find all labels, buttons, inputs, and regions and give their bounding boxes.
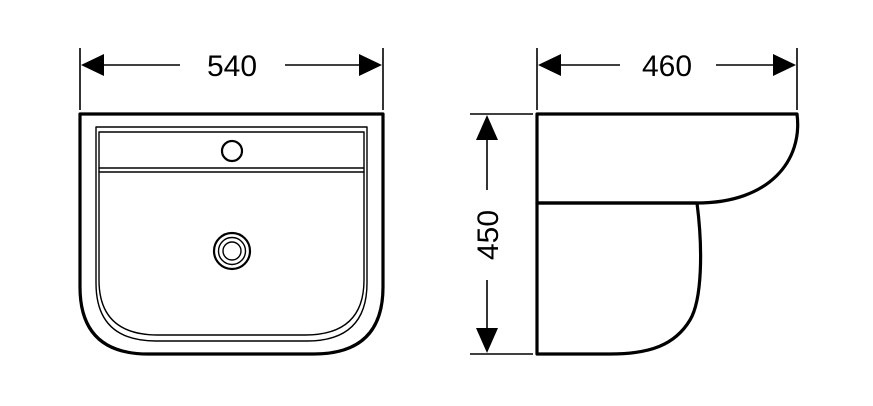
basin-outer-outline	[78, 112, 385, 356]
height-dimension: 450	[470, 113, 533, 355]
width-dimension: 540	[79, 48, 384, 110]
width-arrow-left	[81, 54, 104, 76]
depth-arrow-right	[773, 54, 796, 76]
depth-arrow-left	[538, 54, 561, 76]
drain-inner-ring	[217, 236, 247, 266]
height-dimension-label: 450	[472, 210, 505, 260]
drain-outer-ring	[212, 231, 252, 271]
basin-bowl-outline	[98, 131, 365, 336]
drain-center	[222, 241, 242, 261]
width-arrow-right	[359, 54, 382, 76]
basin-side-profile	[535, 112, 800, 205]
front-view	[78, 112, 385, 356]
depth-dimension-label: 460	[642, 50, 692, 83]
pedestal-side-profile	[535, 201, 703, 356]
basin-rim-inner-outline	[95, 126, 368, 342]
height-arrow-top	[476, 115, 498, 140]
tap-hole	[220, 139, 244, 163]
height-arrow-bottom	[476, 328, 498, 353]
side-view	[535, 112, 800, 356]
width-dimension-label: 540	[207, 50, 257, 83]
depth-dimension: 460	[536, 48, 798, 110]
